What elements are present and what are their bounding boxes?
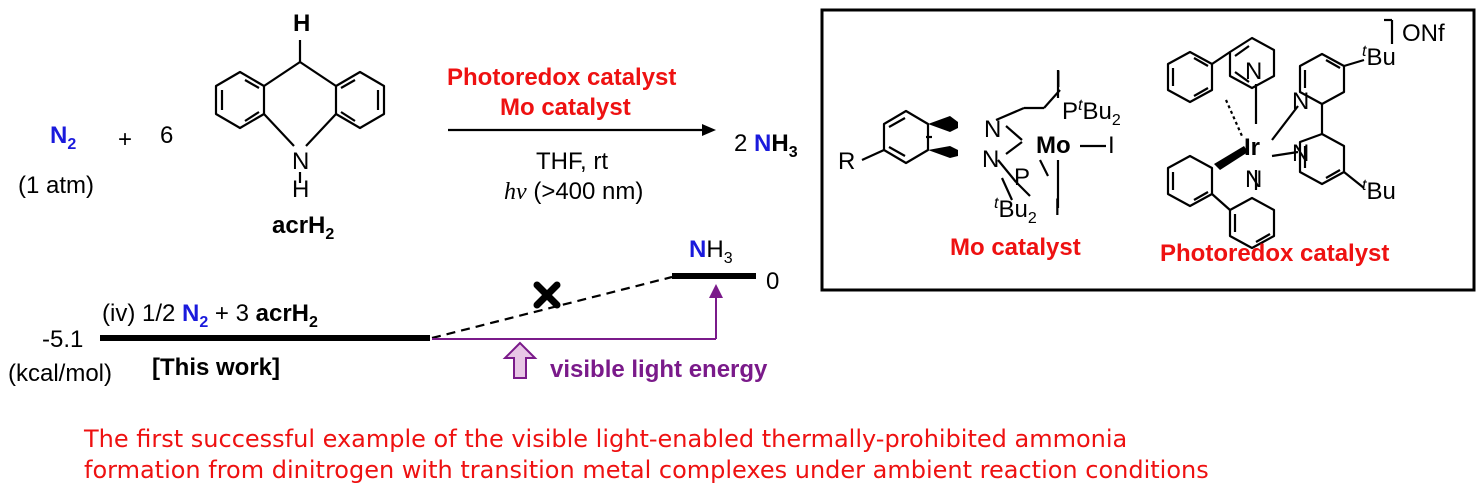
mo-complex-structure — [861, 70, 1106, 208]
acridane-coefficient: 6 — [160, 122, 174, 149]
mo-p-top-sup: t — [1078, 97, 1083, 114]
reaction-arrow — [448, 124, 716, 136]
ir-n-lower-right: N — [1292, 140, 1310, 167]
energy-diagram-lines — [100, 273, 756, 379]
acridane-n: N — [292, 148, 310, 175]
acridane-label: acrH2 — [272, 212, 334, 243]
ammonia-n: N — [754, 130, 772, 157]
ir-counterion: ONf — [1402, 20, 1445, 47]
mo-p-top: P — [1062, 98, 1079, 125]
energy-start-mid: + 3 — [208, 300, 256, 327]
condition-light-nu: ν — [516, 179, 527, 205]
energy-start-value: -5.1 — [42, 326, 84, 353]
mo-i-bottom: I — [1054, 194, 1061, 221]
energy-start-prefix: (iv) 1/2 — [102, 300, 183, 327]
conclusion-line-1: The first successful example of the visi… — [84, 425, 1128, 453]
mo-p-top-sub: 2 — [1111, 111, 1121, 129]
ir-n-top: N — [1245, 58, 1263, 85]
catalyst-box — [820, 8, 1476, 292]
energy-product-h: H — [706, 236, 724, 263]
ir-tbu-bottom: tBu — [1362, 177, 1396, 205]
ir-tbu-bottom-sup: t — [1362, 177, 1367, 194]
acridane-top-h: H — [293, 10, 311, 37]
energy-start-acr-subscript: 2 — [309, 313, 318, 331]
energy-start-n: N — [182, 300, 200, 327]
energy-unit: (kcal/mol) — [8, 360, 113, 387]
n2-pressure: (1 atm) — [18, 172, 95, 199]
mo-p-bottom: P — [1014, 164, 1031, 191]
up-arrow-icon — [502, 341, 538, 379]
mo-p-top-group: PtBu2 — [1062, 97, 1121, 129]
ammonia-h: H — [771, 130, 789, 157]
ir-n-bottom: N — [1245, 166, 1263, 193]
ir-tbu-top: tBu — [1362, 43, 1396, 71]
n2-subscript: 2 — [67, 135, 77, 153]
condition-solvent: THF, rt — [536, 148, 608, 175]
mo-p-top-bu: Bu — [1082, 98, 1112, 125]
ir-center: Ir — [1244, 134, 1261, 161]
ir-complex-structure — [1166, 18, 1394, 250]
ammonia-product: 2 NH3 — [734, 130, 798, 161]
mo-p-bottom-group: tBu2 — [994, 195, 1037, 227]
ir-tbu-top-text: Bu — [1366, 44, 1396, 71]
acridane-label-subscript: 2 — [325, 225, 335, 243]
condition-photoredox: Photoredox catalyst — [447, 64, 677, 91]
mo-n-upper: N — [984, 116, 1002, 143]
cross-mark-icon — [533, 281, 561, 309]
mo-p-bottom-sup: t — [994, 195, 999, 212]
ir-n-upper-right: N — [1292, 88, 1310, 115]
acridane-nh: H — [292, 176, 310, 203]
this-work-label: [This work] — [152, 354, 281, 381]
conclusion-line-2: formation from dinitrogen with transitio… — [84, 456, 1209, 484]
ir-tbu-top-sup: t — [1362, 43, 1367, 60]
plus-sign: + — [118, 126, 133, 153]
energy-start-acr: acrH — [255, 300, 310, 327]
ir-catalyst-label: Photoredox catalyst — [1160, 240, 1390, 267]
ammonia-coefficient: 2 — [734, 130, 755, 157]
condition-mo: Mo catalyst — [500, 94, 631, 121]
mo-catalyst-label: Mo catalyst — [950, 234, 1081, 261]
condition-light-h: h — [504, 179, 516, 205]
condition-light-range: (>400 nm) — [526, 178, 644, 205]
mo-center: Mo — [1036, 132, 1071, 159]
ammonia-subscript: 3 — [788, 143, 798, 161]
mo-r-group: R — [838, 148, 856, 175]
mo-i-top: I — [1055, 66, 1062, 93]
acridane-structure — [214, 40, 386, 183]
ir-tbu-bottom-text: Bu — [1366, 178, 1396, 205]
mo-n-lower: N — [982, 146, 1000, 173]
n2-symbol: N — [50, 122, 68, 149]
mo-i-right: I — [1108, 132, 1115, 159]
condition-light: hν (>400 nm) — [504, 178, 644, 205]
energy-start-species: (iv) 1/2 N2 + 3 acrH2 — [102, 300, 318, 331]
mo-p-bottom-bu: Bu — [998, 196, 1028, 223]
n2-reactant: N2 — [50, 122, 76, 153]
mo-p-bottom-sub: 2 — [1027, 209, 1037, 227]
energy-product-n: N — [689, 236, 707, 263]
energy-product-value: 0 — [766, 268, 780, 295]
energy-start-n-subscript: 2 — [199, 313, 209, 331]
energy-product-subscript: 3 — [723, 249, 733, 267]
acridane-label-text: acrH — [272, 212, 326, 239]
energy-product-label: NH3 — [689, 236, 733, 267]
visible-light-label: visible light energy — [550, 356, 768, 383]
